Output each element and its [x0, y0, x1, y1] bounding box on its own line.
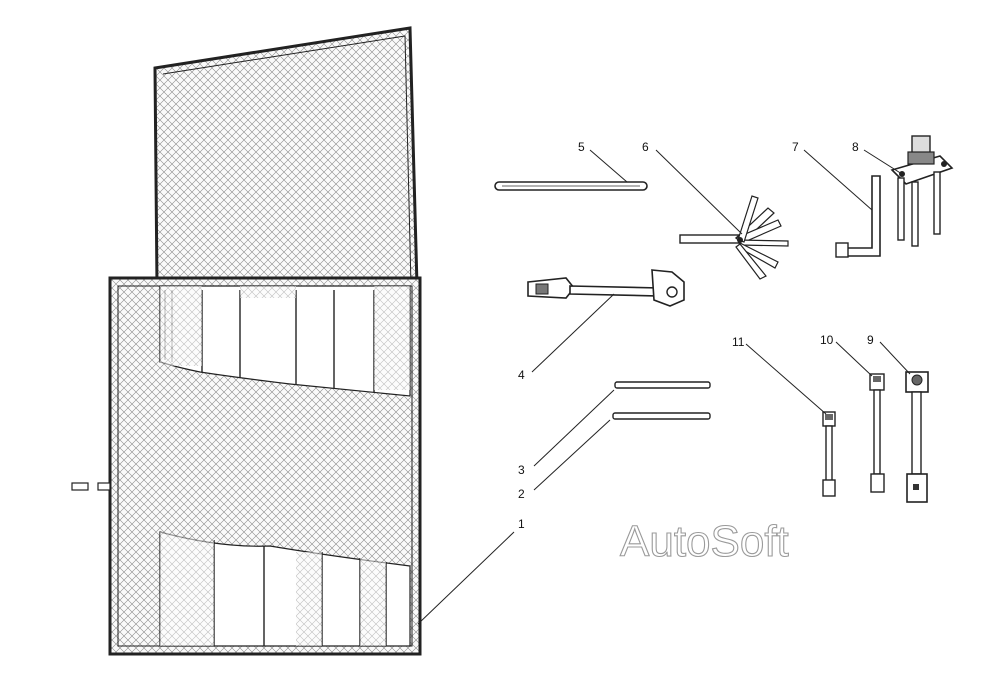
- label-5: 5: [578, 140, 585, 154]
- feeler-gauge: [679, 195, 789, 280]
- label-7: 7: [792, 140, 799, 154]
- label-3: 3: [518, 463, 525, 477]
- label-1: 1: [518, 517, 525, 531]
- leader-9: [879, 341, 911, 375]
- upper-pockets: [159, 285, 411, 397]
- leader-2: [533, 419, 611, 491]
- round-rod: [494, 181, 648, 191]
- box-wrench-large: [905, 371, 929, 503]
- screwdriver-large: [614, 381, 711, 389]
- box-wrench-small: [822, 411, 836, 497]
- hex-key-wrench: [835, 175, 881, 258]
- screwdriver-small: [612, 412, 711, 420]
- leader-1: [417, 531, 515, 625]
- label-10: 10: [820, 333, 834, 347]
- label-6: 6: [642, 140, 649, 154]
- leader-8: [863, 149, 903, 175]
- leader-6: [655, 149, 743, 235]
- box-wrench-medium: [869, 373, 885, 493]
- leader-11: [745, 343, 827, 415]
- leader-3: [533, 389, 615, 467]
- tool-bag: [71, 26, 422, 656]
- bag-strap: [71, 482, 111, 491]
- bag-flap: [153, 26, 419, 288]
- leader-7: [803, 149, 873, 211]
- lower-pockets: [159, 531, 411, 647]
- spark-plug-wrench: [527, 269, 685, 307]
- puller: [890, 135, 954, 247]
- leader-4: [531, 293, 615, 373]
- label-8: 8: [852, 140, 859, 154]
- watermark: AutoSoft: [620, 517, 789, 566]
- leader-lines: [417, 149, 911, 625]
- label-9: 9: [867, 333, 874, 347]
- label-2: 2: [518, 487, 525, 501]
- label-11: 11: [732, 335, 745, 349]
- label-4: 4: [518, 368, 525, 382]
- leader-10: [835, 341, 873, 377]
- leader-5: [589, 149, 628, 183]
